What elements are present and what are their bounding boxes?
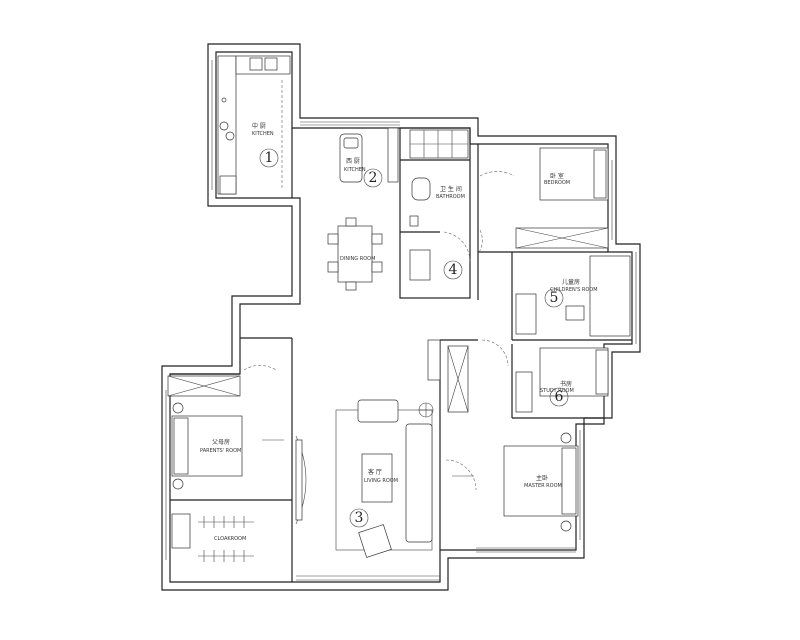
room-number-6: 6 [555,389,564,405]
childrens-room-label-cn: 儿童房 [562,278,580,286]
room-number-2: 2 [369,170,378,186]
study-label-en: STUDY ROOM [540,388,574,394]
kitchen-label-cn: 中 厨 [252,122,266,130]
master-room-label-en: MASTER ROOM [524,483,562,489]
study-area: 书房 STUDY ROOM 6 [515,347,609,413]
west-kitchen-label-en: KITCHEN [344,167,366,173]
living-room-area: 客 厅 LIVING ROOM 3 [295,399,434,558]
room-number-3: 3 [355,510,364,526]
living-room-label-cn: 客 厅 [368,468,382,476]
west-kitchen-label-cn: 西 厨 [346,158,360,165]
kitchen-label-en: KITCHEN [252,131,274,137]
master-room-label-cn: 主卧 [536,474,548,482]
dining-label-en: DINING ROOM [340,256,375,262]
master-room-area: 主卧 MASTER ROOM [445,432,579,532]
study-label-cn: 书房 [560,380,572,388]
dining-table [337,225,373,283]
childrens-room-label-en: CHILDREN'S ROOM [550,287,598,293]
bathroom-label-cn: 卫 生 间 [440,185,462,193]
corridor-cabinets [427,229,509,413]
bedroom-label-cn: 卧 室 [550,172,564,180]
cloakroom-area: CLOAKROOM [171,513,254,562]
sink-icon [249,57,263,71]
windows [165,60,637,581]
bathroom-label-en: BATHROOM [436,194,465,200]
west-kitchen-area: 西 厨 KITCHEN 2 [339,127,399,188]
dining-area: DINING ROOM [327,217,383,291]
parents-room-label-cn: 父母房 [212,438,230,446]
childrens-room-area: 儿童房 CHILDREN'S ROOM 5 [515,255,631,337]
kids-bed [589,255,631,337]
bedroom-label-en: BEDROOM [544,180,570,186]
living-room-label-en: LIVING ROOM [364,478,398,484]
parents-room-area: 父母房 PARENTS' ROOM [167,365,284,490]
parents-room-label-en: PARENTS' ROOM [200,448,241,454]
bathroom-area: 卫 生 间 BATHROOM 4 [409,129,469,281]
room-number-4: 4 [449,262,458,278]
toilet-icon [411,177,431,201]
stove-icon [219,121,229,131]
room-number-1: 1 [265,150,274,166]
bedroom-area: 卧 室 BEDROOM [479,147,609,249]
cloakroom-label-en: CLOAKROOM [214,536,246,542]
sofa-icon [405,423,433,543]
room-number-5: 5 [550,290,559,306]
kitchen-area: 中 厨 KITCHEN 1 [217,55,291,195]
